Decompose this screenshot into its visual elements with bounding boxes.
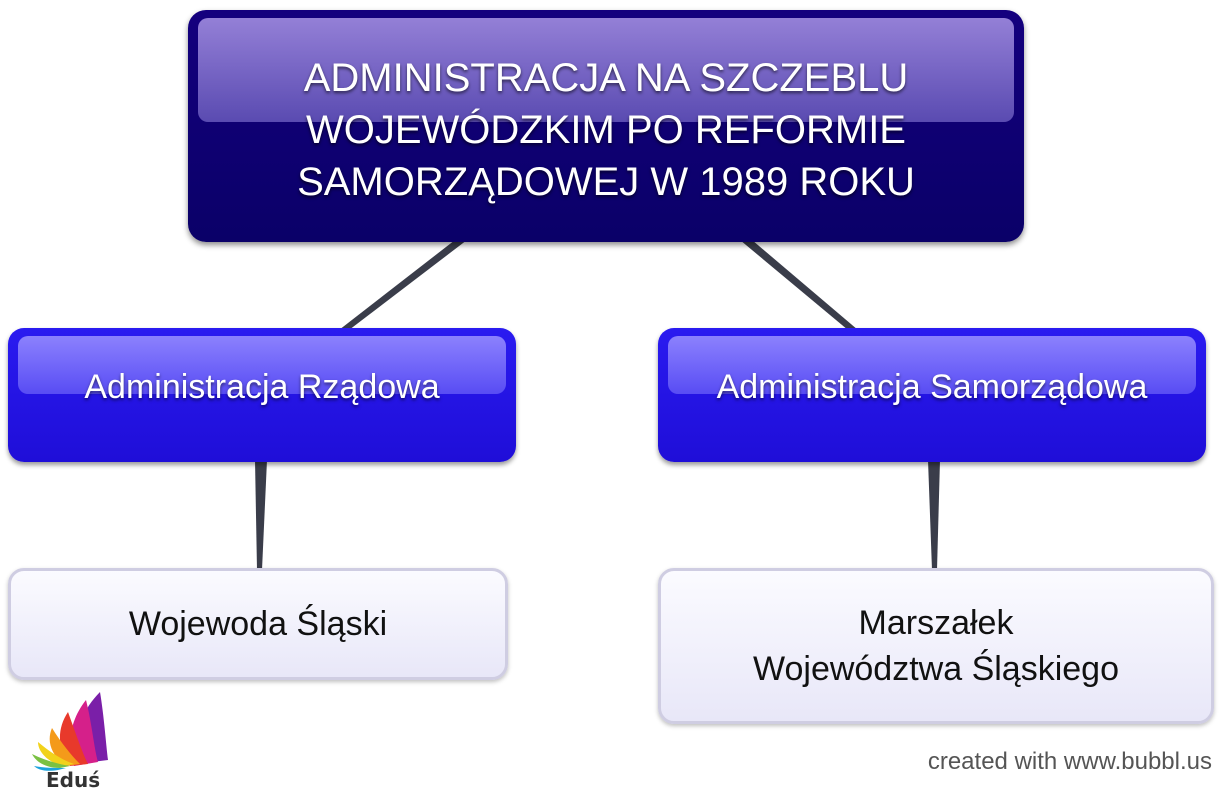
logo-text: Eduś [46,768,101,792]
leaf-line-1: Marszałek [858,604,1014,642]
leaf-line-1: Wojewoda Śląski [128,605,388,643]
edus-logo-icon [32,692,108,771]
root-line-3: SAMORZĄDOWEJ W 1989 ROKU [297,160,915,204]
connector-right-leaf [928,460,940,570]
leaf-node-label: Wojewoda Śląski [129,601,387,647]
branch-node-label: Administracja Rządowa [84,368,440,406]
leaf-node-label: Marszałek Województwa Śląskiego [753,600,1119,692]
connector-root-left [339,240,467,330]
branch-node-rzadowa[interactable]: Administracja Rządowa [8,328,516,462]
root-node-label: ADMINISTRACJA NA SZCZEBLU WOJEWÓDZKIM PO… [297,44,915,208]
connector-left-leaf [255,460,267,570]
leaf-node-marszalek[interactable]: Marszałek Województwa Śląskiego [658,568,1214,724]
connector-root-right [740,240,858,330]
branch-node-samorzadowa[interactable]: Administracja Samorządowa [658,328,1206,462]
root-line-1: ADMINISTRACJA NA SZCZEBLU [303,56,909,100]
branch-node-label: Administracja Samorządowa [716,368,1148,406]
leaf-line-2: Województwa Śląskiego [753,650,1119,688]
root-node[interactable]: ADMINISTRACJA NA SZCZEBLU WOJEWÓDZKIM PO… [188,10,1024,242]
credit-text: created with www.bubbl.us [927,748,1212,775]
root-line-2: WOJEWÓDZKIM PO REFORMIE [306,108,906,152]
leaf-node-wojewoda[interactable]: Wojewoda Śląski [8,568,508,680]
